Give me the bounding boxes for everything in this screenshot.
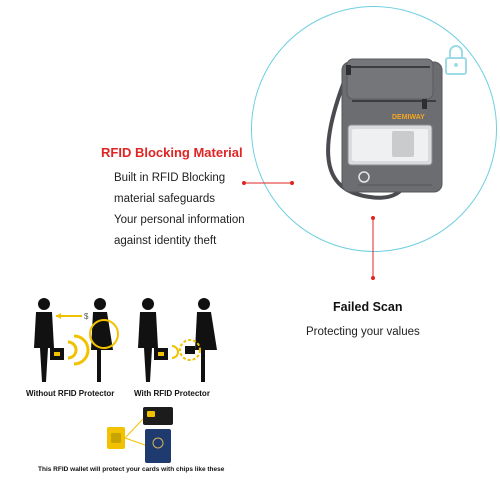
svg-text:$: $ bbox=[84, 312, 89, 321]
failed-scan-title: Failed Scan bbox=[333, 300, 403, 314]
caption-without-rfid: Without RFID Protector bbox=[26, 389, 115, 398]
victim-figure bbox=[179, 298, 217, 382]
failed-scan-subtitle: Protecting your values bbox=[306, 326, 420, 338]
rfid-wave-icon bbox=[67, 334, 90, 366]
rfid-line: Built in RFID Blocking bbox=[114, 172, 226, 184]
passport-icon bbox=[145, 429, 171, 463]
padlock-icon bbox=[445, 45, 467, 75]
thief-figure bbox=[138, 298, 168, 382]
chip-card-icon bbox=[143, 407, 173, 425]
caption-with-rfid: With RFID Protector bbox=[134, 389, 210, 398]
caption-bottom: This RFID wallet will protect your cards… bbox=[38, 466, 225, 473]
money-icon: $ bbox=[56, 312, 89, 321]
victim-figure bbox=[89, 298, 119, 382]
rfid-wave-icon bbox=[171, 345, 179, 359]
thief-figure bbox=[34, 298, 64, 382]
brand-label: DEMIWAY bbox=[392, 114, 425, 121]
rfid-line: Your personal information bbox=[114, 214, 245, 226]
rfid-line: material safeguards bbox=[114, 193, 215, 205]
rfid-description: Built in RFID Blocking material safeguar… bbox=[114, 168, 264, 252]
rfid-heading: RFID Blocking Material bbox=[101, 145, 243, 160]
rfid-line: against identity theft bbox=[114, 235, 217, 247]
sim-card-icon bbox=[107, 427, 125, 449]
rfid-comparison-illustration: $ bbox=[34, 298, 217, 382]
protected-items-illustration bbox=[107, 407, 173, 463]
neck-pouch-image: DEMIWAY bbox=[326, 58, 443, 200]
